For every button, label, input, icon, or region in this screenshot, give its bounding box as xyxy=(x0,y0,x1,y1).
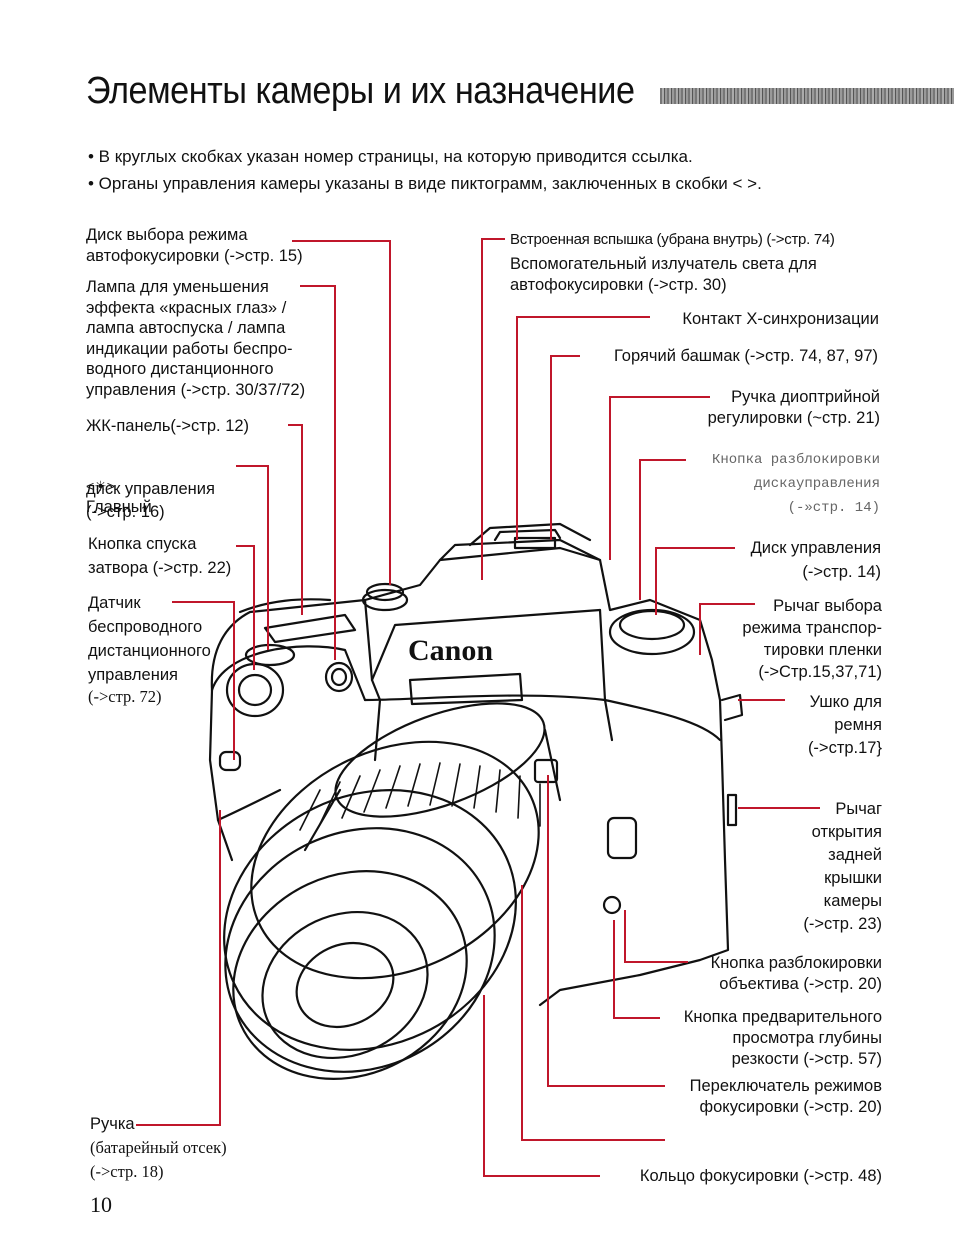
label-remote-sensor-ref: (->стр. 72) xyxy=(88,687,162,706)
label-af-assist: Вспомогательный излучатель света для авт… xyxy=(510,255,817,294)
canon-logo: Canon xyxy=(408,634,493,667)
note-1: • В круглых скобках указан номер страниц… xyxy=(88,147,693,166)
label-grip-ref: (батарейный отсек) (->стр. 18) xyxy=(90,1138,227,1181)
label-remote-sensor: Датчик беспроводного дистанционного упра… xyxy=(88,594,211,684)
label-red-eye-lamp: Лампа для уменьшения эффекта «красных гл… xyxy=(86,278,306,399)
label-back-cover-lever: Рычаг открытия задней крышки камеры (->с… xyxy=(803,800,882,933)
page-title: Элементы камеры и их назначение xyxy=(86,70,635,112)
label-grip: Ручка xyxy=(90,1115,135,1133)
label-focus-mode-switch: Переключатель режимов фокусировки (->стр… xyxy=(689,1077,882,1116)
label-dof-preview: Кнопка предварительного просмотра глубин… xyxy=(683,1008,882,1068)
label-hot-shoe: Горячий башмак (->стр. 74, 87, 97) xyxy=(613,347,878,365)
label-control-dial: Диск управления (->стр. 14) xyxy=(750,539,881,581)
label-shutter-button: Кнопка спуска затвора (->стр. 22) xyxy=(88,535,232,577)
label-main-dial-rest: диск управления (->стр. 16) xyxy=(86,480,215,521)
label-diopter: Ручка диоптрийной регулировки (~стр. 21) xyxy=(707,388,880,427)
main-dial-icon: <☀> xyxy=(86,478,115,494)
label-af-mode-dial: Диск выбора режима автофокусировки (->ст… xyxy=(86,226,303,265)
label-lcd-panel: ЖК-панель(->стр. 12) xyxy=(86,417,250,435)
label-focus-ring: Кольцо фокусировки (->стр. 48) xyxy=(639,1167,882,1185)
page-number: 10 xyxy=(90,1192,112,1217)
label-built-in-flash: Встроенная вспышка (убрана внутрь) (->ст… xyxy=(510,231,835,248)
title-decoration-bar xyxy=(660,88,954,104)
label-main-dial: <☀> Главный xyxy=(86,478,152,516)
label-strap-lug: Ушко для ремня (->стр.17} xyxy=(807,693,882,757)
label-dial-unlock: Кнопка разблокировки дискауправления (-»… xyxy=(711,452,880,516)
label-drive-lever: Рычаг выбора режима транспор- тировки пл… xyxy=(742,597,882,681)
label-x-sync: Контакт X-синхронизации xyxy=(682,310,879,328)
label-lens-release: Кнопка разблокировки объектива (->стр. 2… xyxy=(710,954,882,993)
note-2: • Органы управления камеры указаны в вид… xyxy=(88,174,762,193)
